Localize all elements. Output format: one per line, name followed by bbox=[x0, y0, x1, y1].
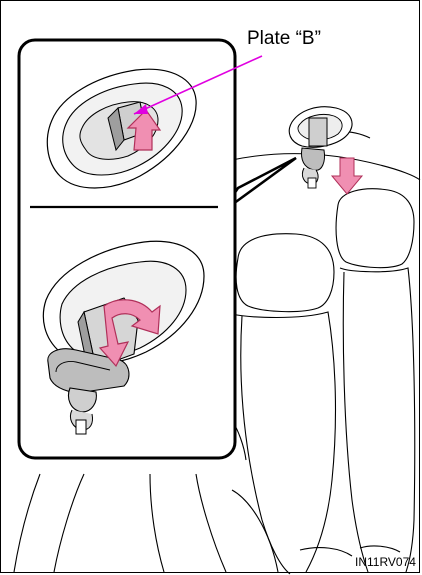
belt-anchor-small bbox=[289, 107, 362, 194]
plate-b-label: Plate “B” bbox=[247, 28, 321, 50]
figure-code: IN11RV074 bbox=[355, 555, 416, 569]
